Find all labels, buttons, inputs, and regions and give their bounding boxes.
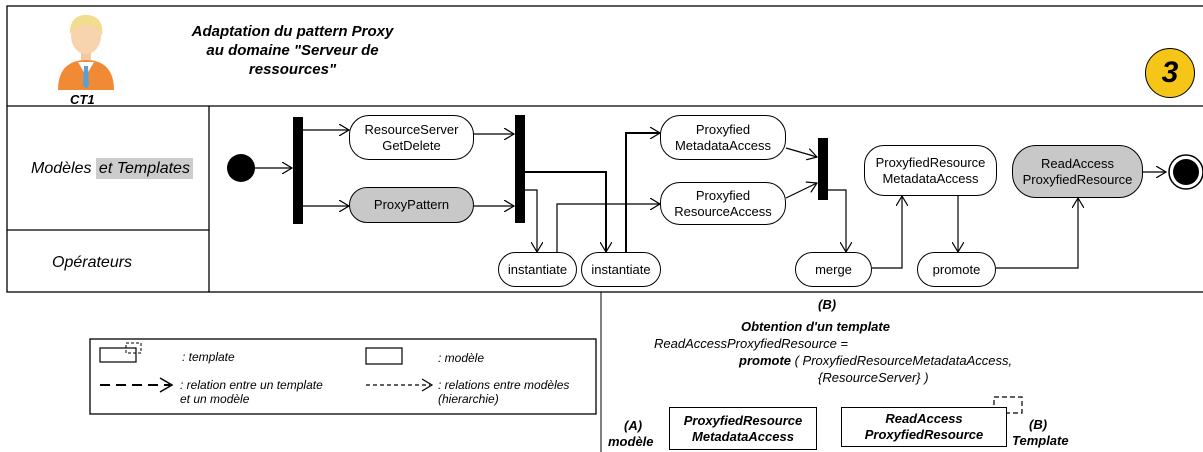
bottom-label-b: (B) <box>1029 417 1048 432</box>
legend-template-icon <box>99 347 137 363</box>
annotation-line-3: {ResourceServer} ) <box>818 370 929 385</box>
legend-template-label: : template <box>182 350 235 364</box>
legend-box <box>89 338 597 415</box>
bottom-template-word: Template <box>1012 433 1069 448</box>
legend-model-label: : modèle <box>438 351 485 365</box>
node-promote: promote <box>917 252 996 287</box>
legend-relations-models: : relations entre modèles (hierarchie) <box>438 378 570 406</box>
annotation-heading: Obtention d'un template <box>741 319 890 334</box>
lane-label-models: Modèles et Templates <box>31 158 193 179</box>
annotation-line-2: promote ( ProxyfiedResourceMetadataAcces… <box>739 353 1013 368</box>
node-instantiate-2: instantiate <box>581 252 661 287</box>
node-merge: merge <box>795 252 872 287</box>
legend-relation-template-model: : relation entre un template et un modèl… <box>180 378 323 406</box>
join-bar-3 <box>818 138 828 200</box>
diagram-title: Adaptation du pattern Proxy au domaine "… <box>191 23 394 78</box>
legend-model-icon <box>365 347 403 365</box>
node-instantiate-1: instantiate <box>498 252 577 287</box>
node-proxy-pattern: ProxyPattern <box>349 187 474 223</box>
lane-label-operators: Opérateurs <box>52 254 133 271</box>
annotation-label-b: (B) <box>818 297 837 312</box>
actor-label: CT1 <box>70 92 95 107</box>
bottom-label-a: (A) <box>624 418 643 433</box>
fork-bar-2 <box>515 115 525 223</box>
outer-frame <box>6 5 1203 293</box>
actor-avatar <box>58 14 114 90</box>
step-number-badge: 3 <box>1145 48 1195 98</box>
annotation-line-1: ReadAccessProxyfiedResource = <box>654 336 849 351</box>
fork-bar-1 <box>293 117 303 224</box>
start-node <box>227 154 255 182</box>
bottom-model-word: modèle <box>608 434 654 449</box>
